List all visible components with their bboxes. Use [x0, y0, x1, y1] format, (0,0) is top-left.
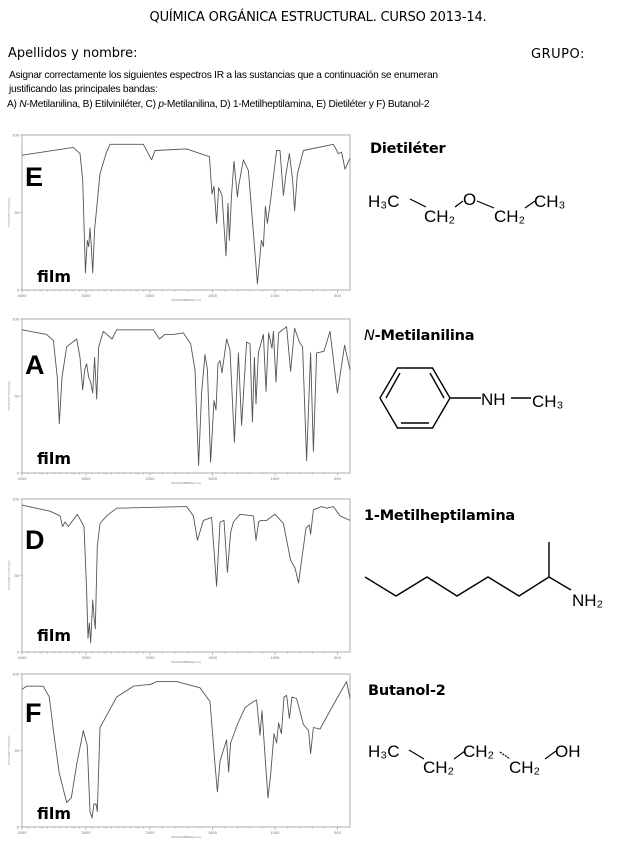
- formula-group: NH: [481, 390, 506, 409]
- compound-name-italic: N: [364, 328, 375, 344]
- instructions-line-2: justificando las principales bandas:: [9, 84, 158, 95]
- x-tick-label: 1500: [208, 655, 218, 660]
- formula-group: CH₃: [532, 392, 563, 411]
- instructions-line-1: Asignar correctamente los siguientes esp…: [9, 70, 438, 81]
- compound-name-f: Butanol-2: [368, 683, 446, 699]
- y-tick-label: 50: [15, 210, 20, 215]
- y-tick-label: 100: [12, 133, 19, 138]
- y-tick-label: 0: [17, 288, 20, 293]
- structure-1-metilheptilamina: [364, 542, 572, 597]
- y-axis-label: TRANSMITTANCE[%]: [7, 561, 11, 591]
- x-tick-label: 500: [334, 655, 341, 660]
- structure-n-metilanilina: [379, 367, 531, 429]
- y-axis-label: TRANSMITTANCE[%]: [7, 736, 11, 766]
- y-tick-label: 50: [15, 394, 20, 399]
- formula-group: CH₂: [463, 742, 494, 761]
- x-tick-label: 4000: [18, 293, 28, 298]
- y-tick-label: 0: [17, 650, 20, 655]
- formula-group: H₃C: [368, 742, 399, 761]
- y-tick-label: 50: [15, 748, 20, 753]
- formula-group: CH₂: [509, 758, 540, 777]
- compound-name-d: 1-Metilheptilamina: [364, 508, 516, 524]
- name-field-label: Apellidos y nombre:: [8, 46, 138, 61]
- x-tick-label: 3000: [82, 476, 92, 481]
- sample-type-a: film: [37, 449, 72, 468]
- x-axis-label: WAVENUMBER[cm-1]: [171, 835, 201, 839]
- spectrum-label-a: A: [25, 350, 45, 380]
- spectrum-trace-f: [21, 681, 351, 819]
- formula-group: CH₂: [424, 207, 455, 226]
- spectrum-trace-e: [21, 143, 351, 285]
- benzene-ring: [379, 367, 451, 429]
- page-title: QUÍMICA ORGÁNICA ESTRUCTURAL. CURSO 2013…: [149, 10, 487, 25]
- compound-name-a: N-Metilanilina: [364, 328, 475, 344]
- x-tick-label: 2000: [146, 830, 156, 835]
- formula-group: OH: [555, 742, 581, 761]
- x-tick-label: 4000: [18, 655, 28, 660]
- spectrum-trace-a: [21, 326, 351, 466]
- spectrum-label-e: E: [25, 162, 44, 192]
- list-text: -Metilanilina, B) Etilviniléter, C): [26, 99, 159, 110]
- x-tick-label: 3000: [82, 830, 92, 835]
- formula-group: CH₂: [423, 758, 454, 777]
- x-tick-label: 1500: [208, 476, 218, 481]
- y-tick-label: 0: [17, 825, 20, 830]
- spectrum-label-d: D: [25, 525, 45, 555]
- x-tick-label: 1000: [271, 830, 281, 835]
- x-tick-label: 3000: [82, 293, 92, 298]
- x-tick-label: 500: [334, 830, 341, 835]
- x-tick-label: 1500: [208, 830, 218, 835]
- x-tick-label: 2000: [146, 476, 156, 481]
- sample-type-f: film: [37, 804, 72, 823]
- structure-dietileter: [409, 198, 536, 209]
- x-tick-label: 2000: [146, 655, 156, 660]
- y-axis-label: TRANSMITTANCE[%]: [7, 381, 11, 411]
- spectrum-label-f: F: [25, 698, 42, 728]
- spectrum-trace-d: [21, 504, 351, 644]
- y-tick-label: 50: [15, 573, 20, 578]
- x-tick-label: 500: [334, 293, 341, 298]
- x-axis-label: WAVENUMBER[cm-1]: [171, 298, 201, 302]
- x-axis-label: WAVENUMBER[cm-1]: [171, 481, 201, 485]
- formula-group: O: [463, 190, 476, 209]
- compound-name-text: -Metilanilina: [374, 328, 475, 344]
- x-tick-label: 1500: [208, 293, 218, 298]
- x-tick-label: 4000: [18, 476, 28, 481]
- structure-butanol: [408, 749, 557, 760]
- x-tick-label: 2000: [146, 293, 156, 298]
- formula-group: CH₂: [494, 207, 525, 226]
- y-tick-label: 0: [17, 471, 20, 476]
- y-tick-label: 100: [12, 497, 19, 502]
- list-text-italic: p: [158, 99, 164, 110]
- list-text: -Metilanilina, D) 1-Metilheptilamina, E)…: [163, 99, 430, 110]
- x-tick-label: 1000: [271, 476, 281, 481]
- formula-group: H₃C: [368, 192, 399, 211]
- sample-type-d: film: [37, 626, 72, 645]
- group-field-label: GRUPO:: [531, 47, 585, 62]
- x-tick-label: 4000: [18, 830, 28, 835]
- formula-group: NH₂: [572, 591, 603, 610]
- y-tick-label: 100: [12, 317, 19, 322]
- x-tick-label: 3000: [82, 655, 92, 660]
- list-text-italic: N: [19, 99, 27, 110]
- x-tick-label: 500: [334, 476, 341, 481]
- y-axis-label: TRANSMITTANCE[%]: [7, 198, 11, 228]
- y-tick-label: 100: [12, 672, 19, 677]
- compound-name-e: Dietiléter: [370, 141, 446, 157]
- formula-group: CH₃: [534, 192, 565, 211]
- x-tick-label: 1000: [271, 655, 281, 660]
- sample-type-e: film: [37, 267, 72, 286]
- x-axis-label: WAVENUMBER[cm-1]: [171, 660, 201, 664]
- compound-list: A) N-Metilanilina, B) Etilviniléter, C) …: [7, 99, 429, 110]
- list-text: A): [7, 99, 20, 110]
- x-tick-label: 1000: [271, 293, 281, 298]
